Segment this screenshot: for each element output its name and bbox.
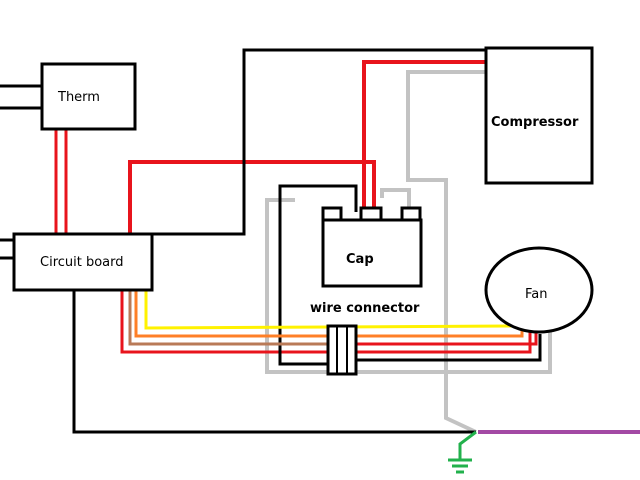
red-wires [54,60,538,354]
wire-connector: wire connector [310,301,420,376]
wire-red-cap-compressor [362,60,486,212]
capacitor: Cap [321,206,423,288]
wire-red-board-fan [120,290,532,354]
wire-red-board-cap [128,160,376,234]
wire-connector-label: wire connector [310,301,420,316]
cap-label: Cap [346,252,374,267]
compressor-label: Compressor [491,115,579,130]
fan-label: Fan [525,287,548,302]
ground-stem [458,430,477,460]
wire-gray-loop-left [265,198,328,374]
circuit-board: Circuit board [12,232,154,292]
wire-yellow-board-fan [144,290,513,330]
wire-connector-box [326,324,358,376]
wire-black-board-ground [72,290,476,434]
thermostat-label: Therm [57,90,100,105]
wire-red-cap-fan [356,330,538,346]
wire-gray-ground [444,366,477,434]
wire-brown-board-connector [128,290,328,346]
black-wires [0,48,542,434]
compressor-box [484,46,594,185]
fan: Fan [484,246,594,334]
cap-body [321,218,423,288]
thermostat-box [40,62,137,131]
compressor: Compressor [484,46,594,185]
wire-black-fan-connector [356,334,542,362]
ground-symbol [448,430,477,474]
wire-gray-loop-right [356,328,552,374]
fan-circle [484,246,594,334]
wire-black-board-compressor [152,48,486,236]
circuit-board-box [12,232,154,292]
wire-gray-compressor [406,70,486,366]
wire-black-cap-connector [278,184,358,366]
wire-gray-cap-loop [380,188,411,214]
circuit-board-label: Circuit board [40,255,124,270]
thermostat: Therm [40,62,137,131]
